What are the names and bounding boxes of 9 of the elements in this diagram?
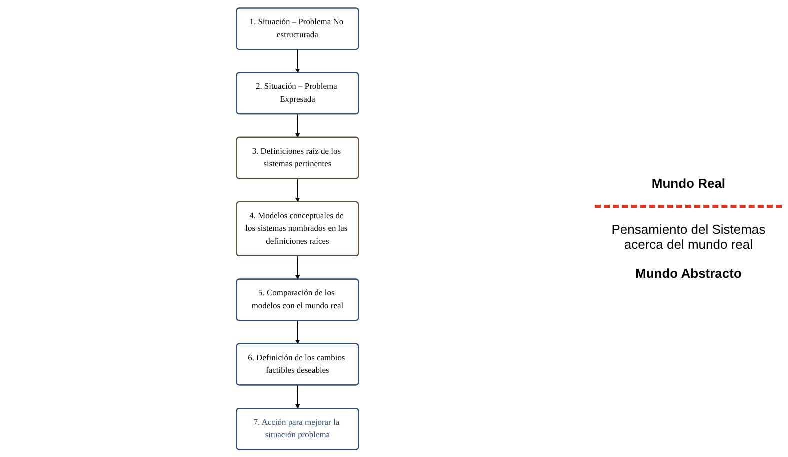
arrow [295,255,300,280]
note-text: Pensamiento del Sistemas acerca del mundo real [610,222,767,252]
arrow [295,48,300,73]
region-label: Mundo Real [650,176,727,191]
arrow [295,113,300,138]
arrow [295,178,300,202]
arrow [295,384,300,408]
arrow [295,320,300,344]
region-label: Mundo Abstracto [634,266,743,281]
